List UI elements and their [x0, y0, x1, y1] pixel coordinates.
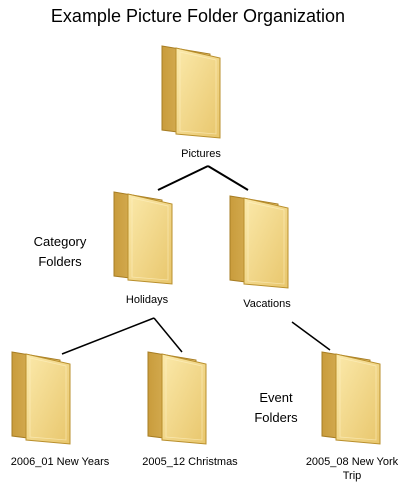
- side-label-line: Category: [33, 234, 87, 249]
- folder-node-holidays[interactable]: Holidays: [108, 190, 208, 310]
- folder-icon: [226, 194, 296, 290]
- folder-label-line-1: 2005_08 New York: [305, 456, 399, 468]
- folder-label: 2006_01 New Years: [10, 456, 110, 468]
- side-label-line: Folders: [254, 410, 298, 425]
- folder-icon: [318, 350, 388, 446]
- folder-icon: [158, 44, 228, 140]
- edge-holidays-newyears: [61, 317, 155, 355]
- folder-node-new-york-trip[interactable]: 2005_08 New York Trip: [306, 350, 408, 486]
- edge-vacations-newyork: [291, 321, 331, 351]
- side-label-line: Folders: [38, 254, 82, 269]
- category-folders-label: Category Folders: [20, 232, 100, 272]
- folder-icon: [8, 350, 78, 446]
- folder-label-line-2: Trip: [342, 470, 362, 482]
- folder-label: Pictures: [181, 148, 221, 160]
- folder-label: Vacations: [243, 298, 291, 310]
- folder-node-christmas[interactable]: 2005_12 Christmas: [142, 350, 252, 480]
- folder-node-new-years[interactable]: 2006_01 New Years: [6, 350, 116, 480]
- folder-icon: [110, 190, 180, 286]
- folder-label: 2005_12 Christmas: [142, 456, 238, 468]
- folder-node-vacations[interactable]: Vacations: [224, 194, 324, 314]
- folder-icon: [144, 350, 214, 446]
- side-label-line: Event: [259, 390, 293, 405]
- edge-holidays-christmas: [153, 317, 183, 353]
- folder-label: Holidays: [125, 294, 169, 306]
- edge-pictures-holidays: [157, 165, 209, 191]
- event-folders-label: Event Folders: [236, 388, 316, 428]
- edge-pictures-vacations: [207, 165, 249, 191]
- folder-node-pictures[interactable]: Pictures: [156, 44, 256, 164]
- diagram-title: Example Picture Folder Organization: [50, 6, 346, 26]
